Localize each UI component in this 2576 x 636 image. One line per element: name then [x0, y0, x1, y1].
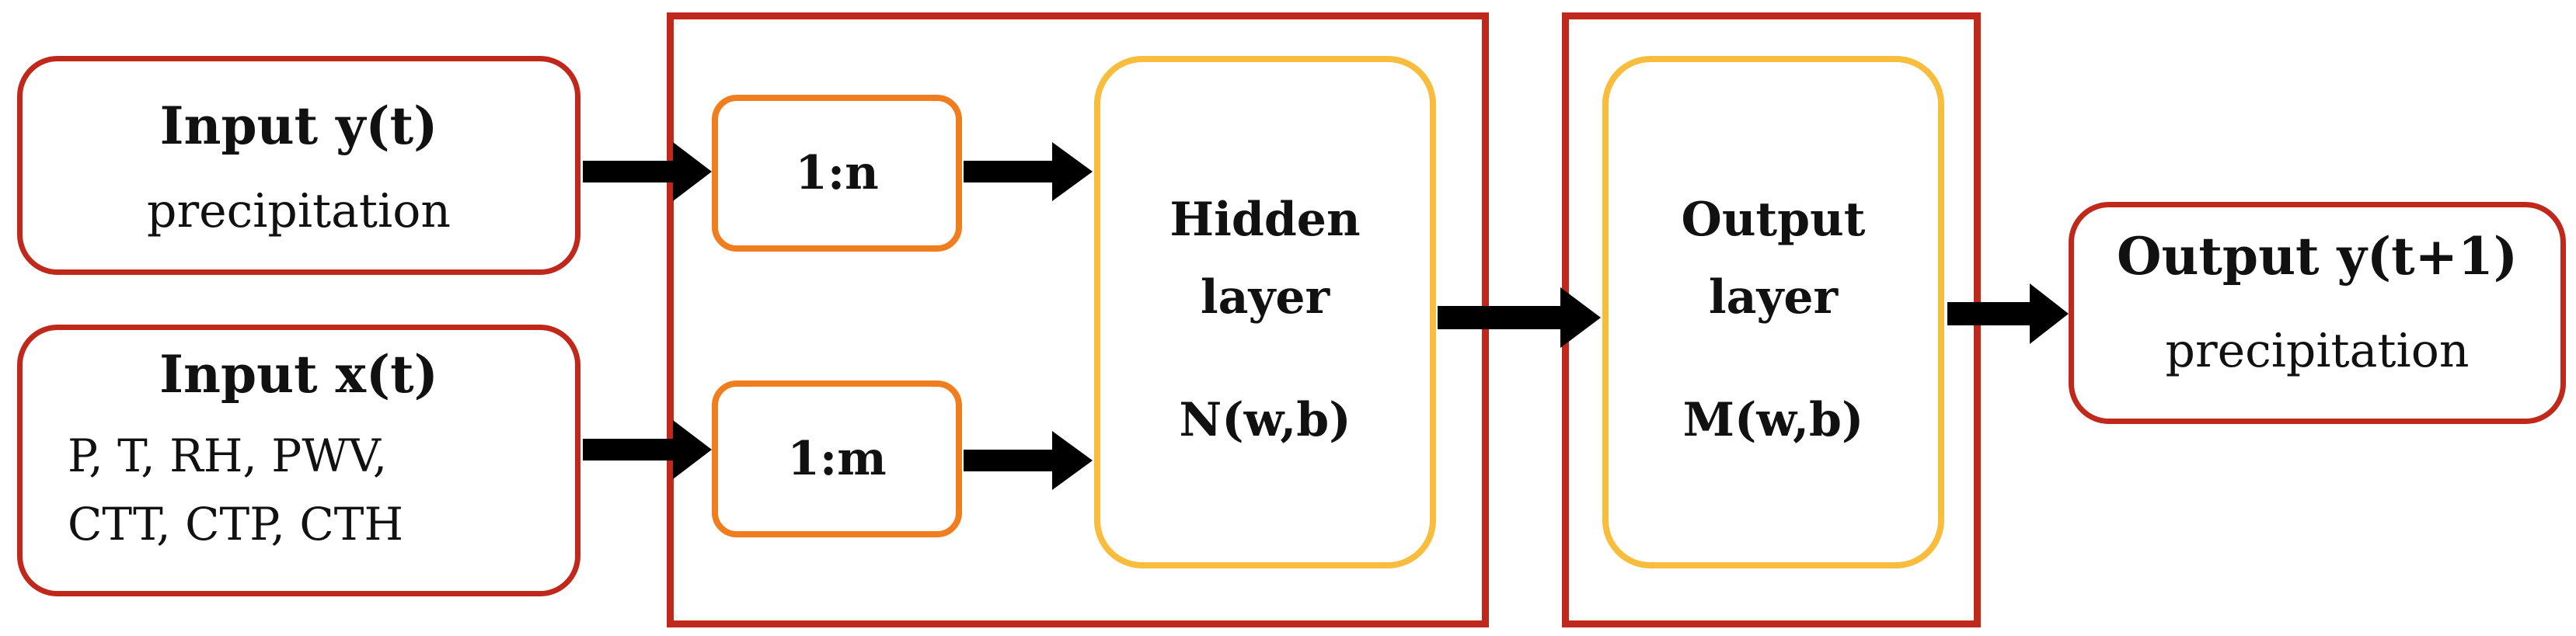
input-y-box: Input y(t) precipitation [17, 56, 580, 275]
hidden-layer-func: N(w,b) [1179, 393, 1351, 447]
output-y-title: Output y(t+1) [2116, 226, 2518, 287]
input-y-subtitle: precipitation [147, 184, 451, 238]
output-y-subtitle: precipitation [2165, 324, 2470, 378]
hidden-layer-box: Hidden layer N(w,b) [1094, 56, 1436, 568]
delay-m-label: 1:m [787, 432, 887, 486]
output-y-box: Output y(t+1) precipitation [2069, 202, 2566, 424]
hidden-layer-line2: layer [1200, 270, 1330, 325]
output-layer-line1: Output [1681, 193, 1866, 247]
input-y-title: Input y(t) [159, 96, 438, 156]
arrow-input-x-to-delay-m [583, 420, 712, 479]
arrow-delay-m-to-hidden [964, 431, 1093, 490]
input-x-vars-line1: P, T, RH, PWV, [68, 429, 388, 482]
output-layer-box: Output layer M(w,b) [1602, 56, 1944, 568]
arrow-hidden-to-output-layer [1438, 287, 1601, 348]
input-x-title: Input x(t) [159, 344, 438, 405]
arrow-input-y-to-delay-n [583, 142, 712, 201]
delay-n-label: 1:n [795, 146, 879, 200]
input-x-vars-line2: CTT, CTP, CTH [68, 498, 404, 551]
output-layer-line2: layer [1708, 270, 1839, 325]
delay-n-box: 1:n [712, 95, 962, 252]
delay-m-box: 1:m [712, 381, 962, 537]
input-x-box: Input x(t) P, T, RH, PWV, CTT, CTP, CTH [17, 325, 580, 596]
arrow-output-layer-to-output [1947, 283, 2069, 344]
hidden-layer-line1: Hidden [1169, 193, 1361, 247]
output-layer-func: M(w,b) [1682, 393, 1864, 447]
arrow-delay-n-to-hidden [964, 142, 1093, 201]
